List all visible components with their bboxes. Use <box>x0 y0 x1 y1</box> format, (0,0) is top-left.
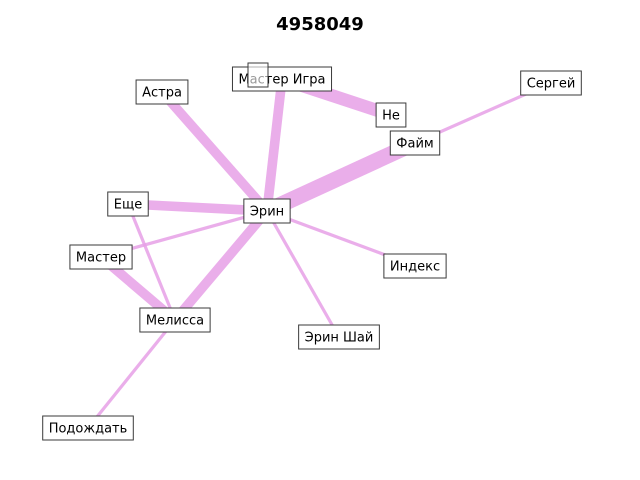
node-box <box>389 130 441 156</box>
node-label: Мастер <box>76 251 126 266</box>
node-label: Астра <box>142 86 182 101</box>
node-box <box>247 62 269 88</box>
node-erin_shai: Эрин Шай <box>298 324 380 350</box>
node-box <box>107 191 149 217</box>
graph-title: 4958049 <box>276 14 364 35</box>
node-erin: Эрин <box>243 198 291 224</box>
node-box <box>42 415 134 441</box>
node-label: Сергей <box>527 77 576 92</box>
edge-melissa-eshche <box>126 203 177 321</box>
node-label: Подождать <box>49 422 128 437</box>
edge-erin-master_igra <box>262 78 287 212</box>
node-master: Мастер <box>69 244 133 270</box>
edge-erin-astra <box>158 88 271 215</box>
node-astra: Астра <box>135 79 189 105</box>
node-eshche: Еще <box>107 191 149 217</box>
node-unlabeled <box>247 62 269 88</box>
edge-erin-melissa <box>171 207 271 324</box>
node-box <box>383 253 447 279</box>
node-box <box>135 79 189 105</box>
node-sergei: Сергей <box>520 70 582 96</box>
node-label: Эрин Шай <box>305 331 374 346</box>
node-label: Еще <box>114 198 142 213</box>
node-box <box>298 324 380 350</box>
node-label: Эрин <box>250 205 284 220</box>
node-ne: Не <box>375 102 407 128</box>
edges-layer <box>86 72 552 430</box>
node-indeks: Индекс <box>383 253 447 279</box>
node-box <box>520 70 582 96</box>
node-label: Мелисса <box>146 314 204 329</box>
node-box <box>375 102 407 128</box>
node-box <box>139 307 211 333</box>
node-label: Индекс <box>390 260 440 275</box>
node-box <box>69 244 133 270</box>
node-melissa: Мелисса <box>139 307 211 333</box>
node-label: Не <box>382 109 400 124</box>
node-master_igra: Мастер Игра <box>231 66 333 92</box>
edge-erin-erin_shai <box>265 210 341 338</box>
edge-melissa-podozhdat <box>86 318 177 430</box>
node-faim: Файм <box>389 130 441 156</box>
node-podozhdat: Подождать <box>42 415 134 441</box>
node-box <box>243 198 291 224</box>
node-label: Файм <box>396 137 433 152</box>
